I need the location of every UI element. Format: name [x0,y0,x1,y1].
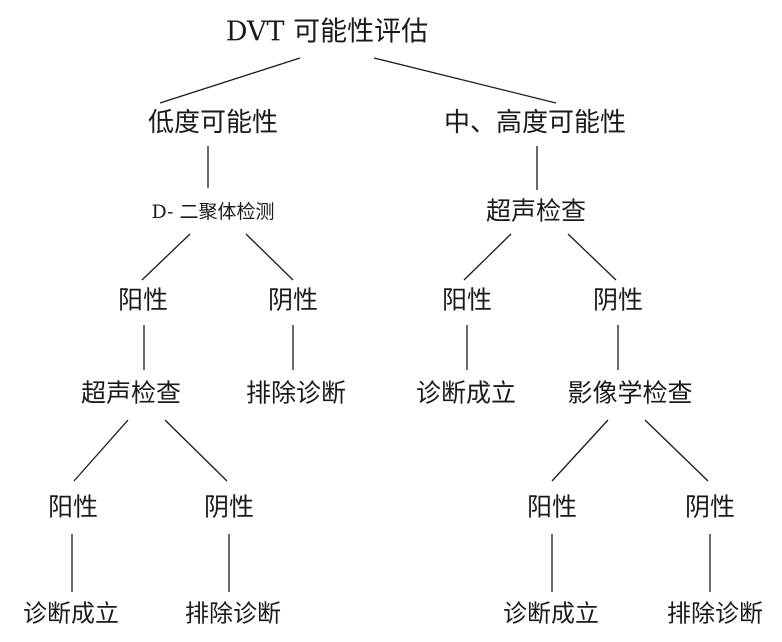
edge-us2-positive [73,419,129,482]
node-excluded-1: 排除诊断 [246,379,346,408]
node-us1-positive: 阳性 [442,286,492,315]
node-ddimer-positive: 阳性 [118,286,168,315]
node-excluded-2: 排除诊断 [185,600,281,628]
node-confirmed-3: 诊断成立 [503,600,599,628]
node-ultrasound-2: 超声检查 [81,379,181,408]
node-low-probability: 低度可能性 [148,108,278,138]
edge-us2-negative [164,419,228,482]
edge-ddimer-positive [141,233,191,281]
edge-imaging-negative [644,419,709,482]
edge-ultrasound-negative [567,233,617,281]
node-ddimer-negative: 阴性 [268,286,318,315]
node-excluded-3: 排除诊断 [667,600,763,628]
node-imaging-exam: 影像学检查 [567,379,692,408]
node-us2-positive: 阳性 [48,493,98,522]
node-imaging-positive: 阳性 [527,493,577,522]
edge-ddimer-negative [245,233,294,281]
edge-root-midhigh [373,57,557,104]
edge-ultrasound-positive [463,233,512,281]
node-confirmed-2: 诊断成立 [23,600,119,628]
edge-root-low [159,57,301,104]
node-ultrasound-1: 超声检查 [486,197,586,226]
node-d-dimer-test: D- 二聚体检测 [151,201,274,223]
node-mid-high-probability: 中、高度可能性 [444,108,626,138]
node-confirmed-1: 诊断成立 [416,379,516,408]
node-imaging-negative: 阴性 [685,493,735,522]
edge-imaging-positive [551,419,609,482]
node-us1-negative: 阴性 [593,286,643,315]
node-root: DVT 可能性评估 [226,17,428,48]
connector-lines [71,57,711,592]
node-us2-negative: 阴性 [204,493,254,522]
